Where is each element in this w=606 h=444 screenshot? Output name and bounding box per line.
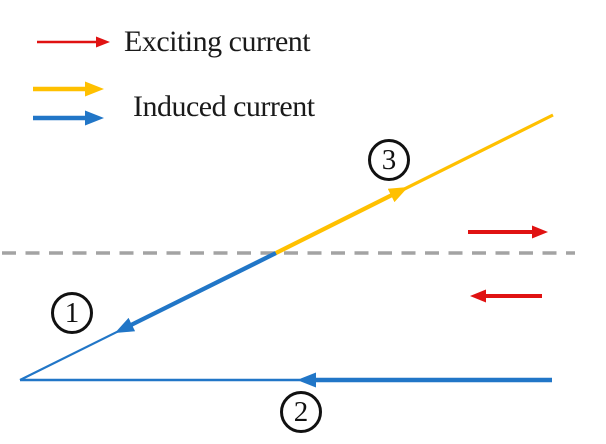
point-label-2: 2 bbox=[280, 391, 322, 433]
point-label-3: 3 bbox=[368, 139, 410, 181]
legend-exciting-label: Exciting current bbox=[124, 25, 311, 58]
legend-induced-label: Induced current bbox=[133, 90, 315, 123]
point-label-1-digit: 1 bbox=[64, 296, 80, 329]
diagonal-yellow-current-arrow bbox=[275, 186, 409, 255]
diagonal-blue-current-arrow bbox=[114, 251, 277, 334]
point-label-3-digit: 3 bbox=[381, 143, 397, 176]
point-label-2-digit: 2 bbox=[293, 395, 309, 428]
point-label-1: 1 bbox=[51, 292, 93, 334]
